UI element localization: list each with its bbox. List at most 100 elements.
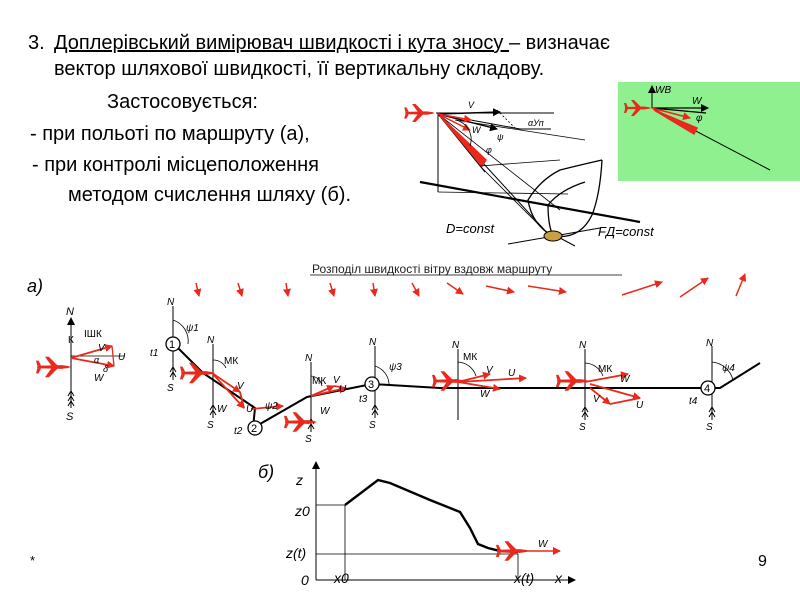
svg-text:U: U (636, 400, 644, 411)
svg-text:t3: t3 (359, 394, 368, 405)
doppler-diagram: V αУп W ψ φ D=const FД=const (404, 100, 655, 247)
fd-const-label: FД=const (598, 224, 655, 239)
panel-a-label: а) (27, 276, 43, 296)
svg-text:ψ4: ψ4 (722, 363, 735, 374)
waypoint-1: 1 (169, 339, 175, 351)
svg-text:W: W (217, 404, 228, 415)
w-label: W (692, 96, 703, 107)
waypoint-4: 4 (704, 383, 710, 395)
svg-text:S: S (207, 420, 214, 431)
beam-lobe (439, 115, 487, 168)
svg-text:t1: t1 (150, 348, 158, 359)
psi-label: ψ (497, 132, 504, 142)
svg-text:δ: δ (103, 364, 109, 374)
svg-text:S: S (706, 422, 713, 433)
svg-text:ІШК: ІШК (84, 329, 102, 340)
svg-text:V: V (98, 343, 106, 354)
wind-arrows (193, 273, 747, 298)
heading-rest: – визначає (508, 32, 611, 54)
aircraft-icon (284, 412, 317, 432)
svg-text:U: U (246, 404, 254, 415)
v-label: V (468, 100, 475, 110)
wv-label: WВ (655, 85, 671, 96)
velocity-vector (437, 108, 501, 117)
page-number: 9 (758, 553, 767, 570)
svg-text:МК: МК (312, 376, 326, 387)
aircraft-icon (404, 104, 435, 122)
svg-text:W: W (480, 389, 491, 400)
w-label: W (472, 125, 482, 135)
fd-curve (527, 159, 603, 238)
svg-text:t4: t4 (689, 396, 698, 407)
heading-underlined: Доплерівський вимірювач швидкості і кута… (54, 32, 509, 54)
waypoint-3: 3 (368, 379, 374, 391)
applied-label: Застосовується: (107, 91, 258, 113)
footer-star: * (30, 553, 35, 568)
x0-label: x0 (333, 570, 349, 586)
svg-text:U: U (118, 352, 126, 363)
route-labels: N N N N N N N S S S S S S t1 t2 t3 t4 ψ1… (150, 297, 735, 445)
svg-text:W: W (620, 374, 631, 385)
alpha-label: αУп (528, 118, 544, 128)
svg-text:МК: МК (224, 356, 238, 367)
waypoint-2: 2 (251, 423, 257, 435)
zt-label: z(t) (285, 545, 306, 561)
svg-text:U: U (339, 384, 347, 395)
svg-text:t2: t2 (234, 426, 243, 437)
bullet-position-cont: методом счислення шляху (б). (68, 184, 351, 206)
svg-text:МК: МК (598, 364, 612, 375)
target-spot (543, 230, 563, 242)
svg-text:N: N (305, 353, 313, 364)
heading-line2: вектор шляхової швидкості, її вертикальн… (54, 58, 545, 80)
svg-text:ψ3: ψ3 (389, 362, 402, 373)
svg-text:α: α (94, 355, 100, 365)
svg-text:К: К (68, 335, 74, 346)
svg-text:V: V (486, 365, 494, 376)
origin-label: 0 (301, 572, 309, 588)
altitude-profile (344, 478, 519, 554)
svg-text:N: N (579, 340, 587, 351)
svg-text:N: N (207, 335, 215, 346)
d-const-label: D=const (446, 221, 495, 236)
w-label: W (538, 539, 549, 550)
svg-text:N: N (452, 340, 460, 351)
z0-label: z0 (294, 503, 310, 519)
vertical-profile: б) W z z0 z(t) 0 x0 x(t) x (258, 461, 576, 588)
svg-text:S: S (305, 434, 312, 445)
xt-label: x(t) (513, 570, 534, 586)
inset-background (618, 82, 800, 181)
svg-text:ψ2: ψ2 (265, 401, 278, 412)
bullet-route: - при польоті по маршруту (а), (30, 123, 310, 145)
svg-text:ψ1: ψ1 (186, 323, 199, 334)
svg-text:S: S (579, 422, 586, 433)
svg-text:W: W (320, 406, 331, 417)
aircraft-icon (36, 356, 71, 378)
svg-text:W: W (94, 373, 105, 384)
bullet-position: - при контролі місцеположення (32, 154, 319, 176)
svg-text:N: N (66, 306, 74, 318)
z-axis-label: z (295, 472, 303, 488)
svg-text:N: N (167, 297, 175, 308)
svg-text:N: N (369, 337, 377, 348)
track-line (419, 180, 641, 224)
route-diagram: а) Розподіл швидкості вітру вздовж маршр… (27, 262, 761, 445)
aircraft-icon (180, 362, 215, 384)
svg-text:S: S (66, 411, 74, 423)
wind-title: Розподіл швидкості вітру вздовж маршруту (312, 262, 552, 276)
svg-text:S: S (167, 383, 174, 394)
x-axis-label: x (554, 570, 563, 586)
svg-text:V: V (593, 394, 601, 405)
phi-label: φ (696, 113, 703, 124)
reference-compass: N S К ІШК V U W α δ (36, 306, 126, 423)
svg-text:V: V (237, 381, 245, 392)
phi-label: φ (486, 145, 492, 155)
svg-text:МК: МК (463, 352, 477, 363)
svg-text:V: V (333, 375, 341, 386)
inset-panel: WВ W φ (618, 82, 800, 181)
svg-text:N: N (706, 338, 714, 349)
velocity-triangles (211, 371, 641, 411)
svg-text:U: U (508, 368, 516, 379)
panel-b-label: б) (258, 462, 274, 482)
waypoints: 1 2 3 4 (165, 336, 716, 436)
